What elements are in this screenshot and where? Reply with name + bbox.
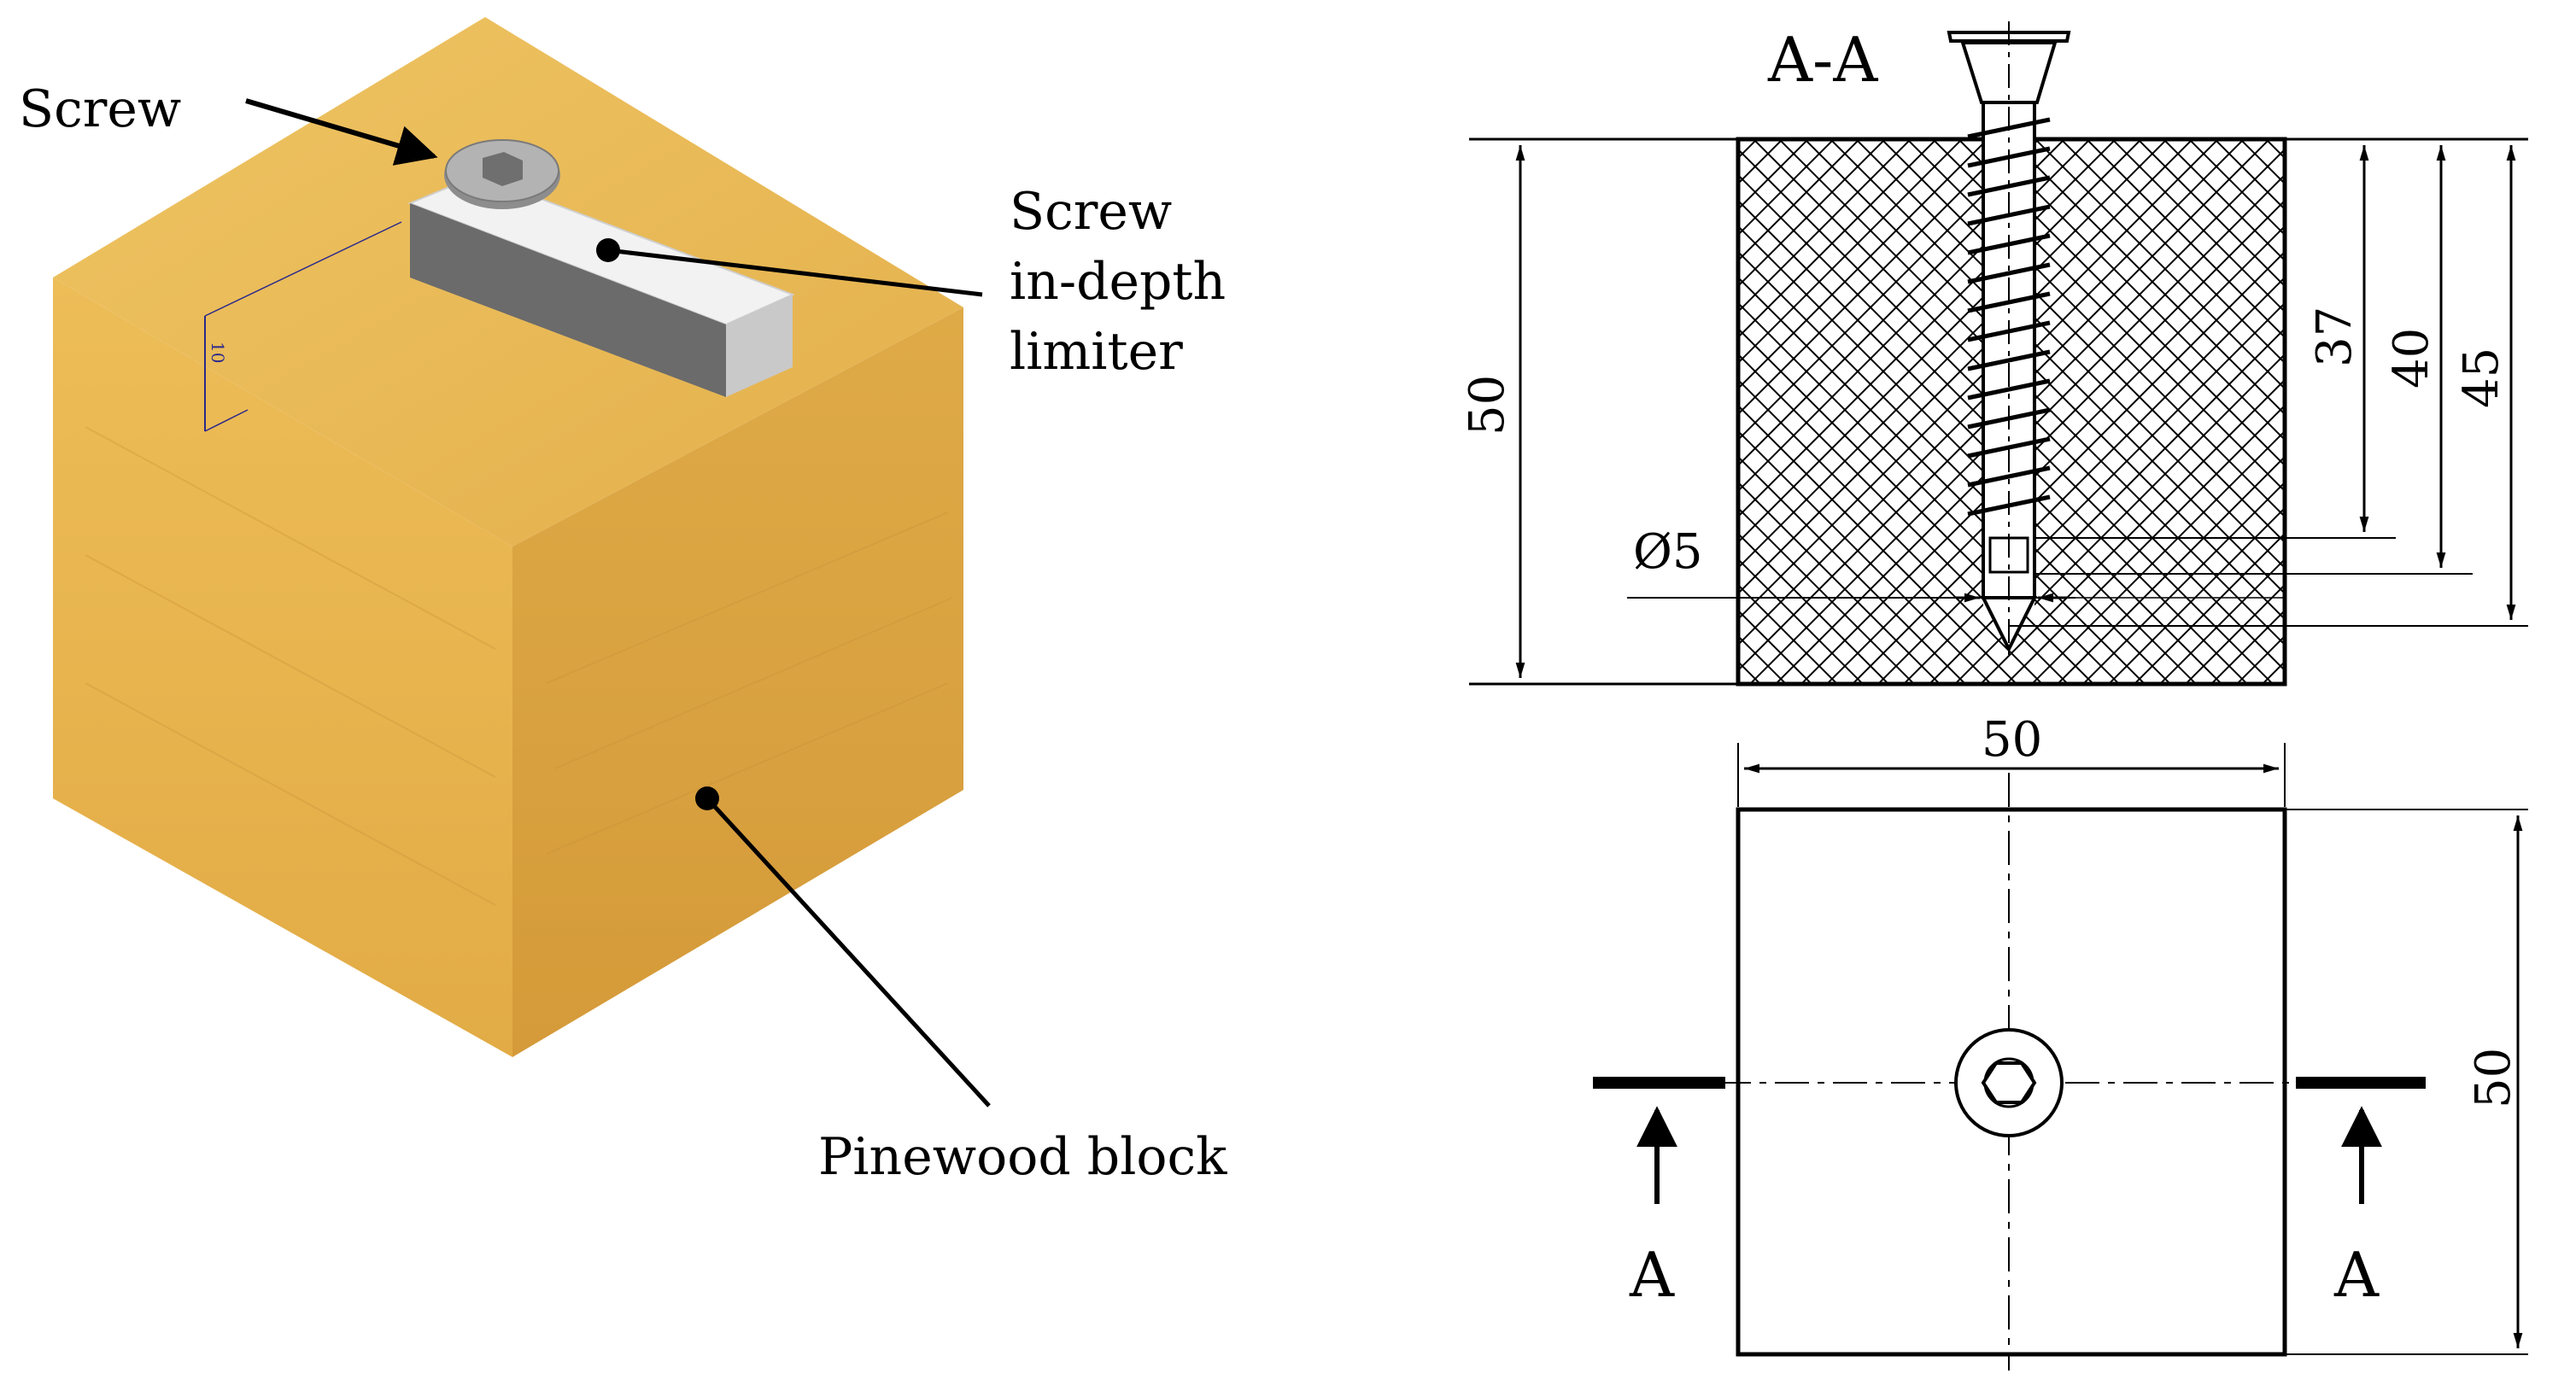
dim-label-50-left: 50 (1460, 375, 1515, 435)
screw-leader (245, 98, 438, 166)
block-leader (705, 797, 991, 1108)
iso-dim-label: 10 (208, 342, 228, 363)
section-title: A-A (1767, 24, 1878, 96)
section-view: A-A 50 37 40 45 (1460, 21, 2528, 687)
dim-label-37: 37 (2307, 307, 2362, 367)
limiter-front-face (410, 203, 726, 397)
screw-thread (1967, 378, 2051, 400)
block-left-face (53, 278, 512, 1057)
section-label-left: A (1629, 1239, 1675, 1311)
screw-thread (1967, 465, 2051, 488)
hex-socket-icon (1981, 1061, 2037, 1104)
dim-label-40: 40 (2384, 328, 2439, 389)
isometric-view: 10 Screw Screw in-depth limiter Pinewood… (19, 17, 1227, 1187)
screw-head (444, 139, 560, 209)
dim-label-50-top: 50 (1982, 712, 2042, 768)
dim-label-50-right: 50 (2466, 1048, 2521, 1108)
screw-thread (1967, 291, 2051, 313)
section-screw (1947, 21, 2071, 662)
wood-grain (85, 426, 953, 906)
iso-dimension: 10 (204, 221, 402, 432)
label-limiter-2: in-depth (1010, 252, 1226, 312)
screw-thread (1967, 175, 2051, 197)
limiter-side-face (726, 295, 793, 397)
dim-label-45: 45 (2454, 348, 2509, 408)
label-screw: Screw (19, 79, 181, 139)
screw-thread (1967, 262, 2051, 284)
top-view: 50 50 A A (1593, 712, 2528, 1371)
dim-label-diameter: Ø5 (1633, 524, 1703, 580)
screw-thread (1967, 436, 2051, 459)
limiter-leader (607, 248, 983, 297)
block-right-face (512, 307, 963, 1057)
label-limiter-3: limiter (1010, 322, 1183, 382)
screw-thread (1967, 349, 2051, 371)
depth-limiter (407, 173, 795, 397)
section-label-right: A (2333, 1239, 2380, 1311)
label-limiter-1: Screw (1010, 182, 1172, 242)
label-pinewood-block: Pinewood block (818, 1127, 1227, 1187)
